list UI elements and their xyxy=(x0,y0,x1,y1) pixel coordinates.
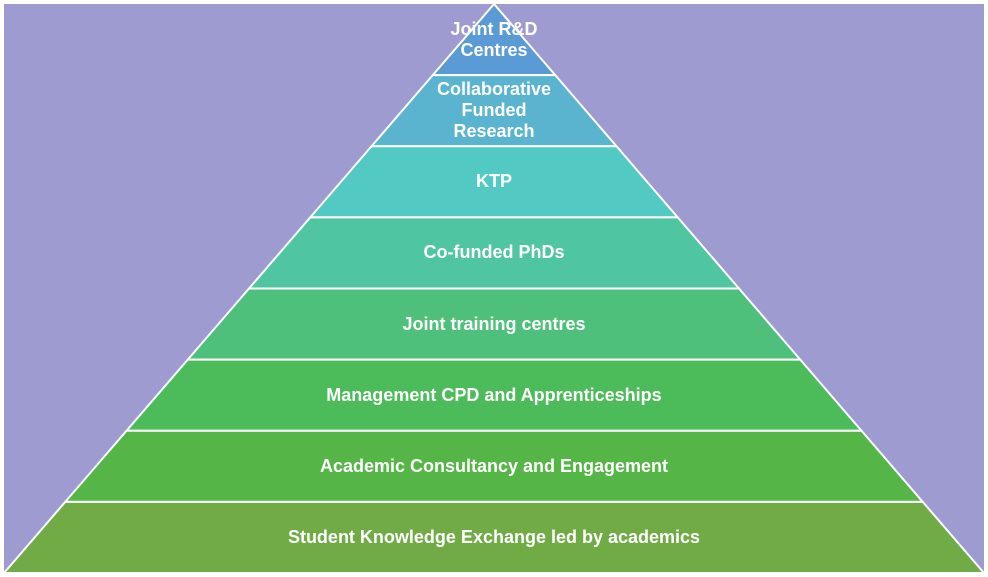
pyramid-layer-label: Student Knowledge Exchange led by academ… xyxy=(0,502,988,573)
pyramid-layer xyxy=(3,500,985,574)
layer-label-line: Research xyxy=(453,121,535,142)
pyramid-layer-label: Management CPD and Apprenticeships xyxy=(0,360,988,431)
layer-label-line: Co-funded PhDs xyxy=(423,242,565,263)
pyramid-layer-label: KTP xyxy=(0,146,988,217)
layer-label-line: Joint R&D xyxy=(450,18,538,39)
layer-label-line: Management CPD and Apprenticeships xyxy=(326,384,662,405)
layer-label-line: Student Knowledge Exchange led by academ… xyxy=(287,526,701,547)
layer-label-line: Joint training centres xyxy=(402,313,586,334)
layer-label-line: KTP xyxy=(476,171,512,192)
layer-label-line: Academic Consultancy and Engagement xyxy=(319,455,669,476)
pyramid-layer-label: Academic Consultancy and Engagement xyxy=(0,431,988,502)
layer-label-line: Funded xyxy=(461,100,527,121)
layer-label-line: Collaborative xyxy=(436,79,552,100)
pyramid-layer-label: Co-funded PhDs xyxy=(0,217,988,288)
layer-label-line: Centres xyxy=(460,39,528,60)
pyramid-layer-label: Joint training centres xyxy=(0,289,988,360)
